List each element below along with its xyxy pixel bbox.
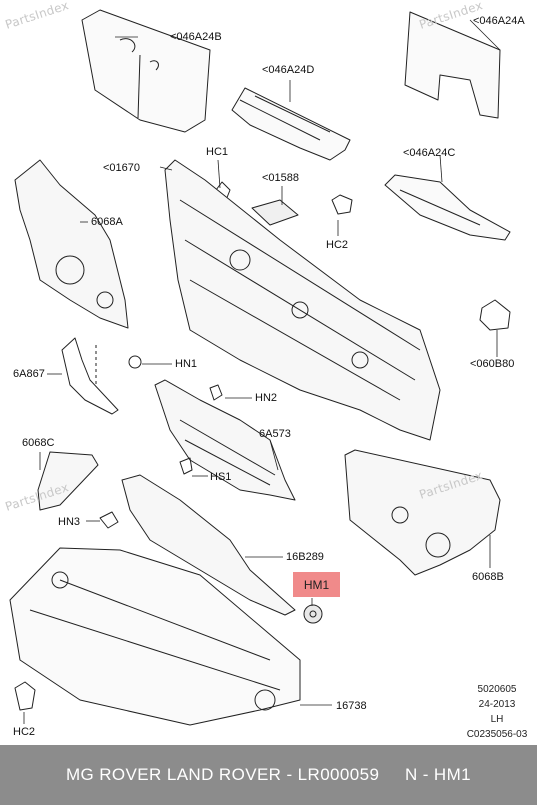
- part-060B80: [479, 299, 511, 331]
- part-HS1-screw: [179, 457, 193, 475]
- label-16B289: 16B289: [286, 551, 324, 563]
- label-16738: 16738: [336, 700, 367, 712]
- part-HN1-nut: [128, 355, 142, 369]
- part-HC2-top-clip: [331, 194, 353, 215]
- label-HN1: HN1: [175, 358, 198, 370]
- part-01670-bulkhead: [164, 159, 441, 441]
- parts-diagram: [9, 9, 511, 726]
- part-6A573-insulator: [154, 379, 296, 501]
- part-046A24B-pad: [81, 9, 211, 133]
- label-HC2-top: HC2: [326, 239, 349, 251]
- label-6068C: 6068C: [22, 437, 55, 449]
- label-6068A: 6068A: [91, 216, 123, 228]
- label-6A867: 6A867: [13, 368, 45, 380]
- part-6A867-bracket: [61, 337, 119, 415]
- label-01588: <01588: [262, 172, 300, 184]
- footer-bar: MG ROVER LAND ROVER - LR000059 N - HM1: [0, 745, 537, 805]
- meta-ref: C0235056-03: [466, 729, 528, 740]
- label-HC1: HC1: [206, 146, 229, 158]
- part-046A24C-bracket: [384, 174, 511, 241]
- part-HN2-clip: [209, 384, 223, 401]
- highlight-hm1-label: HM1: [303, 577, 330, 592]
- part-16B289-seal: [121, 474, 296, 616]
- part-HM1-round: [303, 604, 323, 624]
- highlight-hm1-box[interactable]: HM1: [293, 572, 340, 597]
- label-HN3: HN3: [58, 516, 81, 528]
- label-046A24A: <046A24A: [473, 15, 525, 27]
- meta-side: LH: [490, 714, 504, 725]
- label-060B80: <060B80: [470, 358, 515, 370]
- label-046A24C: <046A24C: [403, 147, 456, 159]
- label-046A24B: <046A24B: [170, 31, 222, 43]
- meta-date: 24-2013: [478, 699, 516, 710]
- meta-code: 5020605: [477, 684, 517, 695]
- part-HC2-bottom-clip: [14, 681, 36, 711]
- label-6068B: 6068B: [472, 571, 504, 583]
- part-046A24A-pad: [404, 11, 501, 119]
- part-HN3-nut: [99, 511, 119, 529]
- label-046A24D: <046A24D: [262, 64, 315, 76]
- part-046A24D-bracket: [231, 87, 351, 161]
- part-16738-cover: [9, 547, 301, 726]
- label-HS1: HS1: [210, 471, 232, 483]
- part-01588-pad: [251, 199, 299, 226]
- part-6068B-tray: [344, 449, 501, 576]
- label-6A573: 6A573: [259, 428, 291, 440]
- footer-text: MG ROVER LAND ROVER - LR000059 N - HM1: [65, 765, 472, 784]
- label-HC2-bottom: HC2: [13, 726, 36, 738]
- part-6068A-panel: [14, 159, 129, 329]
- part-6068C-bracket: [37, 451, 99, 511]
- label-HN2: HN2: [255, 392, 278, 404]
- label-01670: <01670: [103, 162, 141, 174]
